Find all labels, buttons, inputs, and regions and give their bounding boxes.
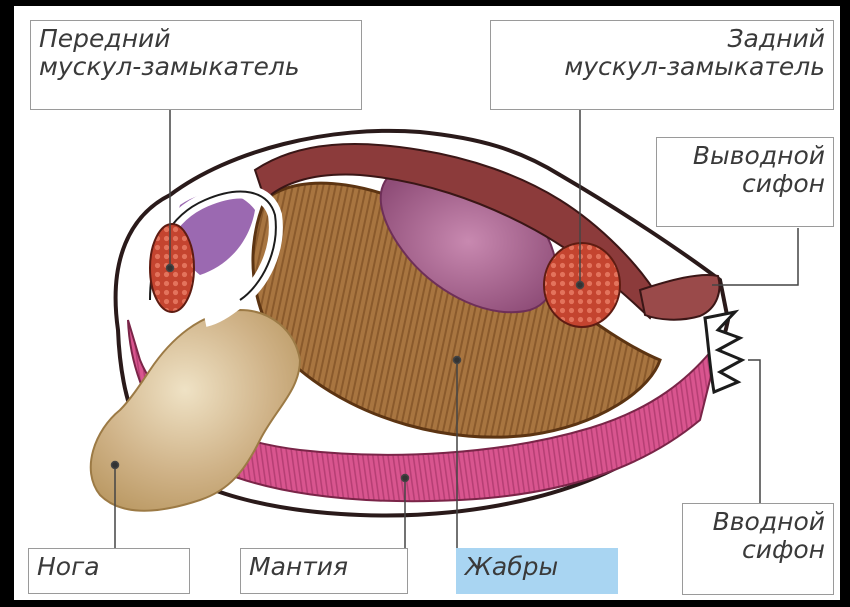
label-incurrent-siphon-line2: сифон [691, 536, 825, 564]
label-mantle: Мантия [240, 548, 408, 594]
label-excurrent-siphon-line1: Выводной [665, 142, 825, 170]
label-excurrent-siphon-line2: сифон [665, 170, 825, 198]
label-foot-text: Нога [37, 552, 100, 581]
label-anterior-muscle: Передний мускул-замыкатель [30, 20, 362, 110]
label-anterior-muscle-line2: мускул-замыкатель [39, 53, 353, 81]
label-posterior-muscle-line1: Задний [499, 25, 825, 53]
label-posterior-muscle-line2: мускул-замыкатель [499, 53, 825, 81]
label-foot: Нога [28, 548, 190, 594]
label-incurrent-siphon: Вводной сифон [682, 503, 834, 595]
label-excurrent-siphon: Выводной сифон [656, 137, 834, 227]
label-mantle-text: Мантия [249, 552, 348, 581]
label-gills: Жабры [456, 548, 618, 594]
label-gills-text: Жабры [465, 552, 558, 581]
label-incurrent-siphon-line1: Вводной [691, 508, 825, 536]
label-anterior-muscle-line1: Передний [39, 25, 353, 53]
label-posterior-muscle: Задний мускул-замыкатель [490, 20, 834, 110]
